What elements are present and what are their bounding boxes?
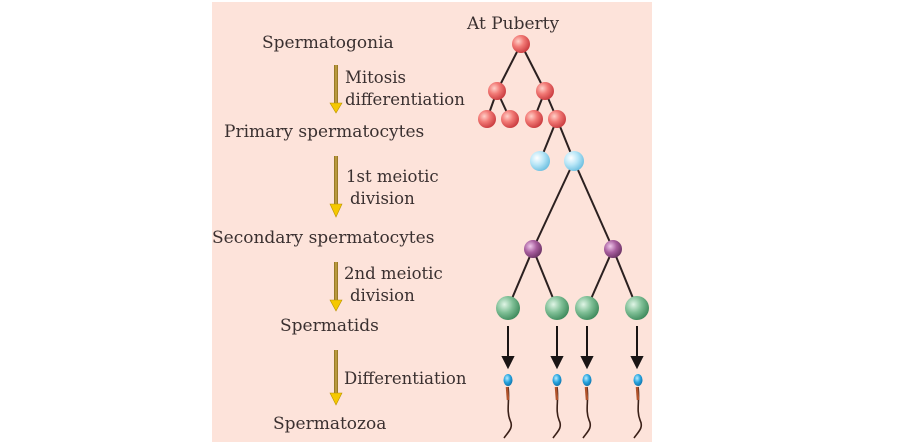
spermatid-cell [575, 296, 599, 320]
secondary-spermatocyte-cell [604, 240, 622, 258]
spermatogonium-cell [512, 35, 530, 53]
arrow-down-icon [580, 356, 594, 370]
spermatogonia-cells [478, 35, 566, 128]
stage-arrows [329, 65, 343, 406]
stage-label-spermatozoa: Spermatozoa [273, 414, 387, 434]
stage-label-secondary-spermatocytes: Secondary spermatocytes [212, 228, 435, 248]
transition-label: 1st meiotic [346, 167, 439, 186]
diagram-title: At Puberty [467, 14, 560, 34]
primary-spermatocyte-cell [564, 151, 584, 171]
arrow-down-icon [630, 356, 644, 370]
stage-arrow-icon [329, 350, 343, 406]
secondary-spermatocyte-cell [524, 240, 542, 258]
sperm-icon [633, 374, 643, 439]
spermatid-cells [496, 296, 649, 320]
spermatid-cell [625, 296, 649, 320]
tree-branches [486, 43, 638, 309]
primary-spermatocyte-cells [530, 151, 584, 171]
primary-spermatocyte-cell [530, 151, 550, 171]
sperm-icon [503, 374, 513, 439]
transition-label: Differentiation [344, 369, 467, 388]
spermatogonium-cell [536, 82, 554, 100]
spermatozoa [503, 374, 643, 439]
transition-label: differentiation [345, 90, 465, 109]
diagram-panel [212, 2, 652, 442]
sperm-icon [582, 374, 592, 439]
stage-label-spermatids: Spermatids [280, 316, 379, 336]
spermatid-cell [496, 296, 520, 320]
arrow-down-icon [501, 356, 515, 370]
stage-arrow-icon [329, 65, 343, 114]
transition-label: division [350, 286, 415, 305]
arrow-down-icon [550, 356, 564, 370]
differentiation-arrows [501, 326, 644, 370]
stage-arrow-icon [329, 262, 343, 312]
transition-label: Mitosis [345, 68, 406, 87]
spermatogonium-cell [478, 110, 496, 128]
stage-arrow-icon [329, 156, 343, 218]
sperm-icon [552, 374, 562, 439]
spermatogonium-cell [488, 82, 506, 100]
stage-label-primary-spermatocytes: Primary spermatocytes [224, 122, 425, 142]
stage-label-spermatogonia: Spermatogonia [262, 33, 394, 53]
transition-label: 2nd meiotic [344, 264, 443, 283]
spermatogonium-cell [548, 110, 566, 128]
spermatid-cell [545, 296, 569, 320]
spermatogonium-cell [501, 110, 519, 128]
secondary-spermatocyte-cells [524, 240, 622, 258]
spermatogonium-cell [525, 110, 543, 128]
transition-label: division [350, 189, 415, 208]
